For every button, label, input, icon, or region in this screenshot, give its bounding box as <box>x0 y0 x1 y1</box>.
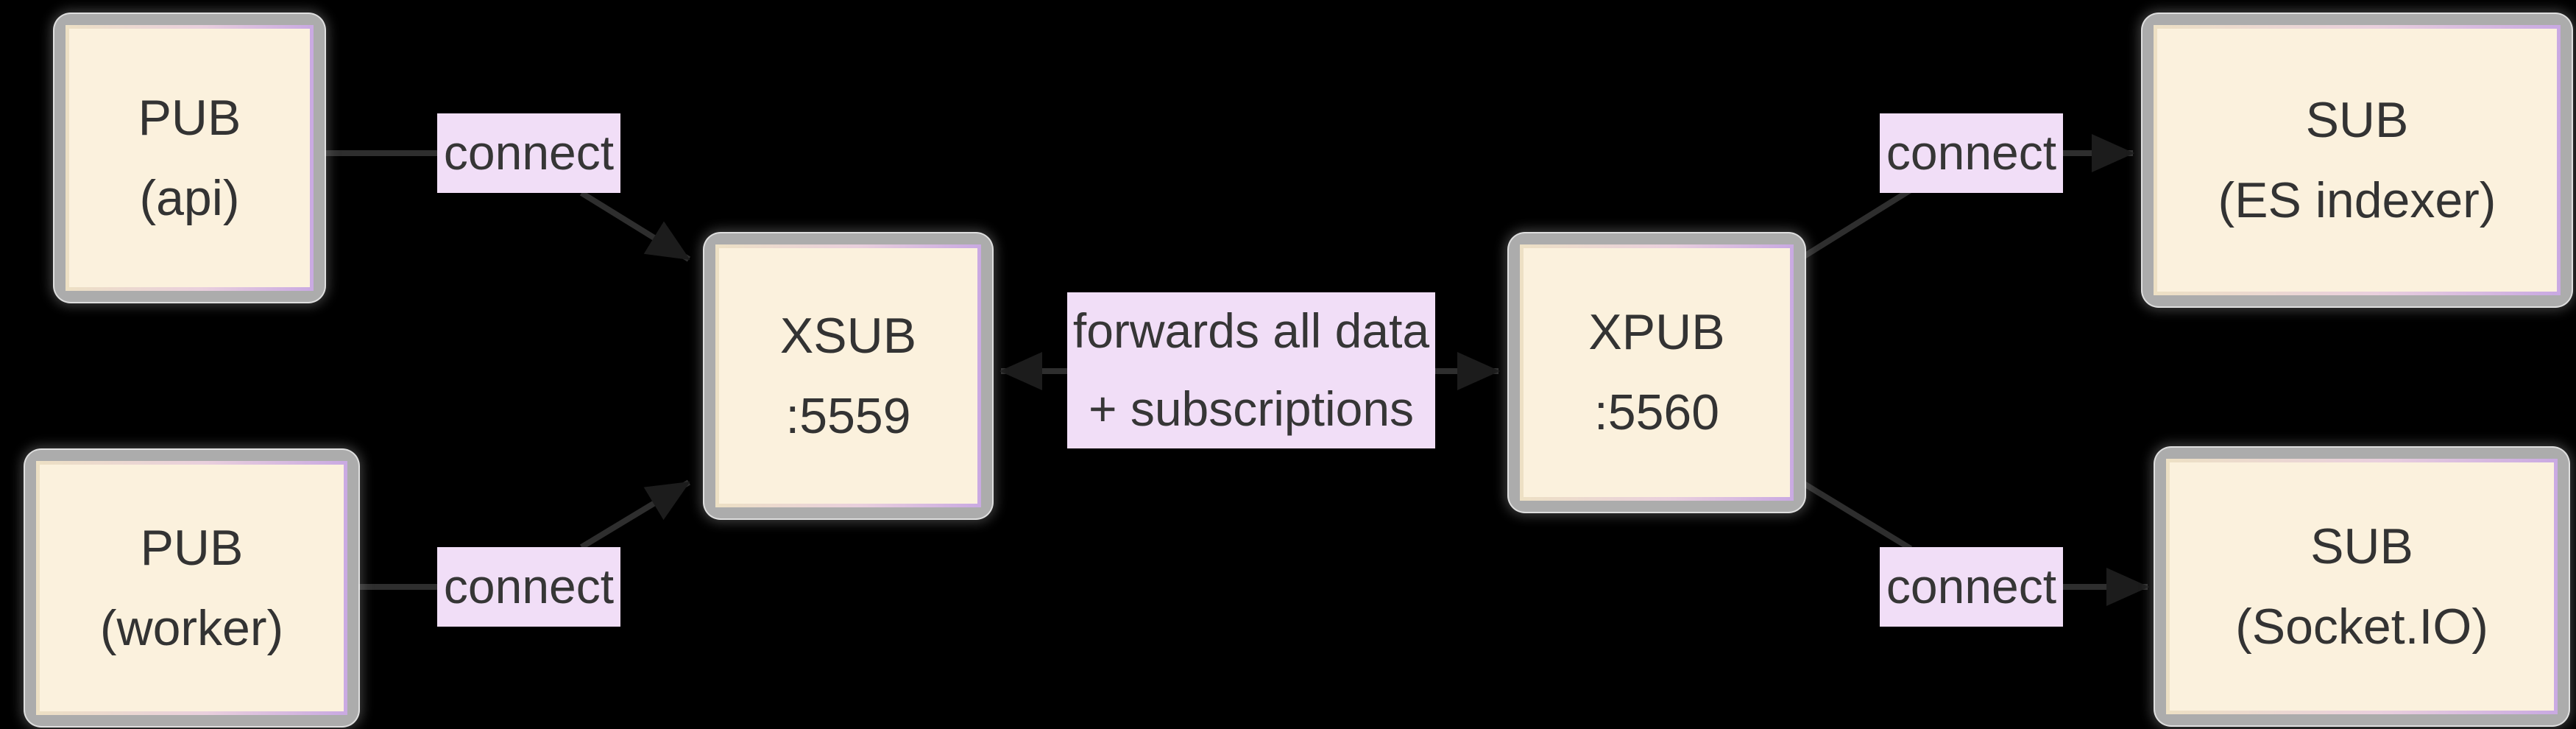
node-pub-api-line1: PUB <box>138 89 241 146</box>
edge-label-forwards: forwards all data + subscriptions <box>1067 292 1435 448</box>
edge-pub-api-to-xsub <box>579 190 691 262</box>
node-sub-socketio-line1: SUB <box>2310 518 2413 574</box>
node-xpub-border: XPUB :5560 <box>1520 244 1794 501</box>
node-sub-es-line1: SUB <box>2305 91 2409 148</box>
node-xpub-line1: XPUB <box>1588 304 1725 361</box>
node-pub-worker: PUB (worker) <box>25 450 358 726</box>
node-sub-socketio: SUB (Socket.IO) <box>2155 448 2569 725</box>
node-pub-api-border: PUB (api) <box>66 25 314 291</box>
node-sub-es: SUB (ES indexer) <box>2142 14 2572 306</box>
edge-label-connect-pub-worker: connect <box>437 547 620 627</box>
edge-label-forwards-line1: forwards all data <box>1072 303 1430 359</box>
node-pub-api: PUB (api) <box>54 14 325 302</box>
node-pub-worker-line2: (worker) <box>99 599 284 656</box>
edge-label-connect-pub-api: connect <box>437 113 620 193</box>
node-xsub-border: XSUB :5559 <box>715 244 981 507</box>
node-xsub: XSUB :5559 <box>704 233 992 518</box>
node-pub-api-line2: (api) <box>139 169 240 226</box>
edge-label-connect-sub-socketio: connect <box>1880 547 2063 627</box>
edge-label-connect-sub-es: connect <box>1880 113 2063 193</box>
node-sub-socketio-line2: (Socket.IO) <box>2235 598 2488 655</box>
node-xsub-line1: XSUB <box>779 307 917 364</box>
node-sub-socketio-border: SUB (Socket.IO) <box>2166 459 2558 714</box>
node-xsub-line2: :5559 <box>785 387 911 444</box>
node-xpub-line2: :5560 <box>1593 384 1720 440</box>
edge-label-text: connect <box>443 559 615 614</box>
node-pub-worker-line1: PUB <box>140 519 244 576</box>
node-sub-es-border: SUB (ES indexer) <box>2154 25 2561 295</box>
edge-label-text: connect <box>443 125 615 180</box>
node-sub-es-line2: (ES indexer) <box>2218 172 2497 228</box>
edge-label-text: connect <box>1886 559 2057 614</box>
edge-label-text: connect <box>1886 125 2057 180</box>
node-xpub: XPUB :5560 <box>1509 233 1805 512</box>
edge-pub-worker-to-xsub <box>579 479 691 550</box>
node-pub-worker-border: PUB (worker) <box>36 461 347 715</box>
edge-xpub-to-sub-socketio-diagonal <box>1800 479 1913 552</box>
edge-xpub-to-sub-es-diagonal <box>1800 187 1913 261</box>
edge-label-forwards-line2: + subscriptions <box>1088 381 1415 436</box>
